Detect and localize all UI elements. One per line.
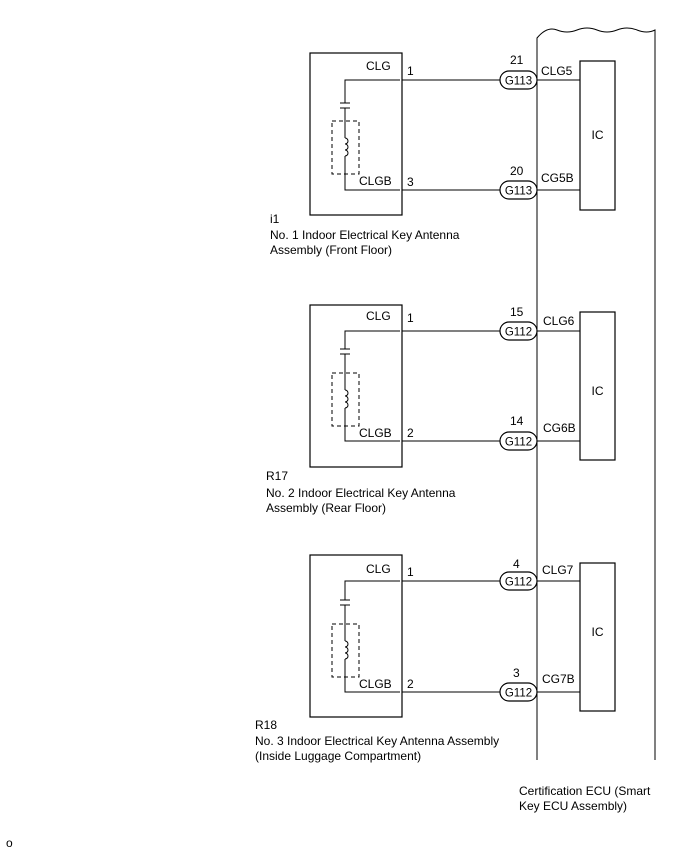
antenna-assembly-1: CLG CLGB 1 3 G113 G113 21 20 CLG5 CG5B I…: [270, 52, 616, 257]
ecu-label-line1: Certification ECU (Smart: [519, 784, 651, 798]
ecu-pin-bottom: 20: [510, 164, 524, 178]
antenna-code: R18: [255, 718, 277, 732]
ecu-label-line2: Key ECU Assembly): [519, 799, 627, 813]
ecu-pin-bottom: 14: [510, 414, 524, 428]
ecu-pin-bottom: 3: [513, 666, 520, 680]
antenna-assembly-2: CLG CLGB 1 2 G112 G112 15 14 CLG6 CG6B I…: [266, 304, 616, 515]
ic-label: IC: [592, 625, 604, 639]
antenna-assembly-3: CLG CLGB 1 2 G112 G112 4 3 CLG7 CG7B IC …: [255, 554, 616, 763]
ecu-pin-top: 21: [510, 53, 524, 67]
terminal-clg: CLG: [366, 59, 391, 73]
antenna-2-bottom-wire: [344, 408, 400, 442]
connector-top-label: G112: [505, 327, 532, 339]
ecu-terminal-bottom: CG5B: [541, 171, 574, 185]
ic-label: IC: [592, 128, 604, 142]
antenna-name-line2: Assembly (Front Floor): [270, 243, 392, 257]
antenna-name-line1: No. 1 Indoor Electrical Key Antenna: [270, 228, 460, 242]
antenna-code: i1: [270, 212, 280, 226]
terminal-clg: CLG: [366, 562, 391, 576]
connector-top-label: G112: [505, 577, 532, 589]
terminal-clg: CLG: [366, 309, 391, 323]
coil-icon: [344, 389, 349, 409]
antenna-name-line2: Assembly (Rear Floor): [266, 501, 386, 515]
antenna-3-bottom-wire: [344, 659, 400, 693]
pin-bottom: 3: [407, 175, 414, 189]
ic-block: [579, 562, 616, 712]
antenna-1-top-wire: [344, 79, 400, 103]
antenna-1-bottom-wire: [344, 156, 400, 191]
ecu-pin-top: 15: [510, 305, 524, 319]
pin-top: 1: [407, 311, 414, 325]
antenna-name-line1: No. 3 Indoor Electrical Key Antenna Asse…: [255, 734, 499, 748]
antenna-code: R17: [266, 469, 288, 483]
antenna-name-line2: (Inside Luggage Compartment): [255, 749, 421, 763]
antenna-3-box: [309, 554, 403, 718]
connector-bottom-label: G113: [505, 186, 532, 198]
coil-icon: [344, 640, 349, 660]
pin-top: 1: [407, 565, 414, 579]
ecu-pin-top: 4: [513, 557, 520, 571]
terminal-clgb: CLGB: [359, 677, 392, 691]
antenna-3-top-wire: [344, 580, 400, 600]
ecu-terminal-top: CLG5: [541, 64, 573, 78]
antenna-2-top-wire: [344, 330, 400, 349]
pin-top: 1: [407, 64, 414, 78]
ecu-terminal-top: CLG7: [542, 563, 574, 577]
ic-block: [579, 60, 616, 211]
connector-bottom-label: G112: [505, 437, 532, 449]
ic-label: IC: [592, 384, 604, 398]
certification-ecu: Certification ECU (Smart Key ECU Assembl…: [519, 27, 656, 813]
footer-mark: o: [6, 836, 13, 850]
ic-block: [579, 311, 616, 461]
ecu-terminal-top: CLG6: [543, 314, 575, 328]
connector-top-label: G113: [505, 76, 532, 88]
terminal-clgb: CLGB: [359, 426, 392, 440]
antenna-1-box: [309, 52, 403, 216]
antenna-2-box: [309, 304, 403, 468]
connector-bottom-label: G112: [505, 688, 532, 700]
pin-bottom: 2: [407, 426, 414, 440]
ecu-terminal-bottom: CG6B: [543, 421, 576, 435]
antenna-name-line1: No. 2 Indoor Electrical Key Antenna: [266, 486, 456, 500]
ecu-terminal-bottom: CG7B: [542, 672, 575, 686]
coil-icon: [344, 137, 349, 157]
terminal-clgb: CLGB: [359, 174, 392, 188]
pin-bottom: 2: [407, 677, 414, 691]
